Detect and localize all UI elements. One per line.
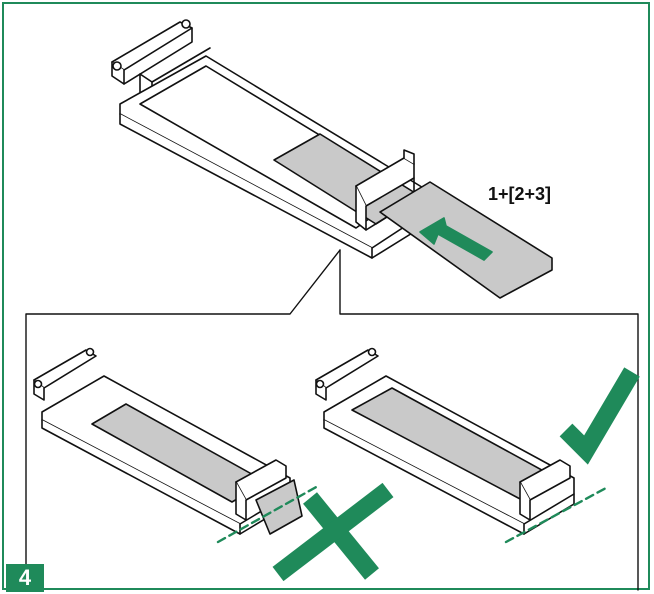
incorrect-edge-line [216, 484, 320, 544]
correct-edge-line [504, 486, 608, 544]
insert-arrow [419, 217, 493, 261]
step-number-badge: 4 [6, 564, 44, 592]
incorrect-example [33, 347, 303, 535]
cross-icon [272, 482, 394, 582]
check-icon [559, 367, 640, 465]
step-sequence-label: 1+[2+3] [488, 184, 552, 204]
correct-example [315, 347, 575, 535]
